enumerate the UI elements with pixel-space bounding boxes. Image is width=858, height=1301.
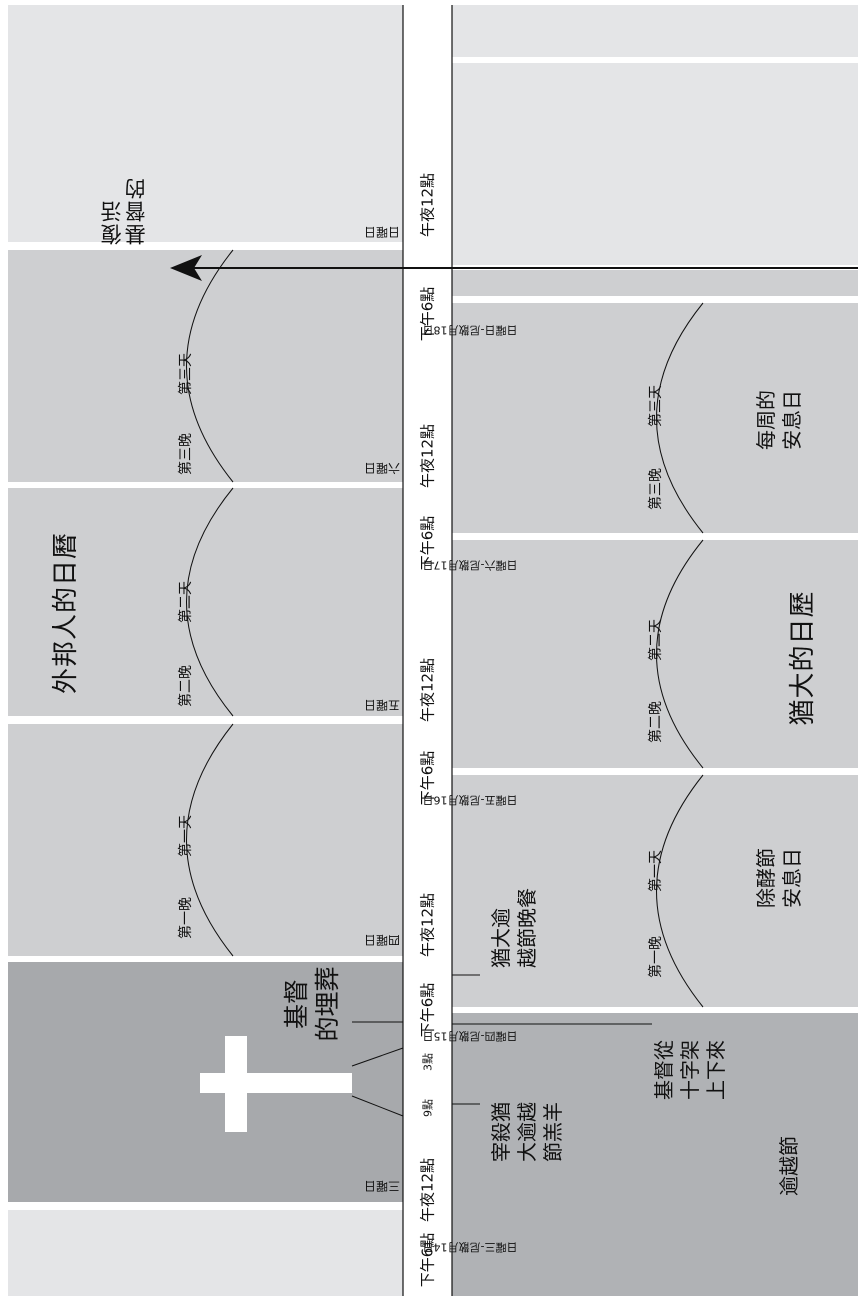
time-label: 3點	[421, 1053, 435, 1071]
gentile-day-name: 日曜日	[363, 225, 401, 239]
gentile-arc-day3	[186, 249, 234, 483]
weekly-sabbath-label: 每周的 安息日	[753, 390, 805, 450]
jewish-date-label: 日曜六-尼散月17日	[422, 558, 518, 572]
gentile-day-band-saturday	[8, 488, 403, 716]
cross-icon-upright	[200, 1073, 352, 1093]
cross-connector-upper	[351, 1047, 404, 1067]
jewish-day-label: 第三天	[648, 385, 664, 427]
jewish-band-sunday-start	[452, 270, 858, 296]
cross-connector-lower	[351, 1095, 404, 1117]
jewish-day-label: 第一天	[648, 850, 664, 892]
jewish-band-unleavened-sabbath	[452, 775, 858, 1007]
gentile-day-name: 三曜日	[363, 1179, 401, 1193]
gentile-arc-day2	[186, 487, 234, 717]
time-label: 午夜12點	[418, 1157, 437, 1223]
jewish-date-label: 日曜日-尼散月18日	[422, 323, 518, 337]
taken-down-text: 基督從 十字架 上下來	[652, 1040, 728, 1100]
weekly-sabbath-text: 每周的 安息日	[754, 390, 804, 450]
jewish-evening-label: 第三晚	[648, 468, 664, 510]
jewish-band-second-day	[452, 540, 858, 768]
gentile-evening-label: 第三晚	[178, 433, 194, 475]
jewish-arc-day2	[656, 539, 704, 769]
time-label: 午夜12點	[418, 657, 437, 723]
time-label: 9點	[421, 1099, 435, 1117]
jewish-date-label: 日曜三-尼散月14日	[422, 1240, 518, 1254]
jewish-date-label: 日曜四-尼散月15日	[422, 1029, 518, 1043]
jewish-band-passover	[452, 1013, 858, 1296]
jewish-calendar-title: 猶大的日歷	[788, 590, 818, 726]
jewish-outer-band-upper	[452, 63, 858, 265]
gentile-outer-band-top	[8, 5, 403, 242]
lamb-slaughter-label: 宰殺猶 大逾越 節羔羊	[488, 1102, 566, 1162]
gentile-evening-label: 第二晚	[178, 665, 194, 707]
gentile-day-label: 第一天	[178, 815, 194, 857]
burial-label: 基督 的埋葬	[281, 966, 344, 1041]
passover-supper-text: 猶大逾 越節晚餐	[489, 888, 539, 968]
gentile-arc-day1	[186, 723, 234, 957]
jewish-date-label: 日曜五-尼散月16日	[422, 793, 518, 807]
jewish-evening-label: 第一晚	[648, 936, 664, 978]
gentile-evening-label: 第一晚	[178, 897, 194, 939]
jewish-evening-label: 第二晚	[648, 701, 664, 743]
gentile-day-label: 第三天	[178, 353, 194, 395]
jewish-arc-day1	[656, 774, 704, 1008]
jewish-outer-band-top	[452, 5, 858, 57]
time-label: 午夜12點	[418, 892, 437, 958]
time-label: 午夜12點	[418, 423, 437, 489]
gentile-day-band-sunday	[8, 250, 403, 482]
resurrection-arrow-head	[170, 255, 202, 281]
jewish-day-label: 第二天	[648, 619, 664, 661]
gentile-day-label: 第二天	[178, 581, 194, 623]
gentile-day-name: 六曜日	[363, 461, 401, 475]
lamb-slaughter-text: 宰殺猶 大逾越 節羔羊	[489, 1102, 565, 1162]
time-label: 午夜12點	[418, 172, 437, 238]
gentile-day-band-friday	[8, 724, 403, 956]
taken-down-label: 基督從 十字架 上下來	[651, 1040, 729, 1100]
burial-label-text: 基督 的埋葬	[281, 966, 342, 1042]
gentile-day-name: 五曜日	[363, 698, 401, 712]
cross-icon-crossbar	[225, 1036, 247, 1132]
passover-label: 逾越節	[777, 1136, 801, 1196]
resurrection-label: 基督的 復活	[100, 176, 149, 245]
jewish-arc-day3	[656, 302, 704, 534]
gentile-calendar-title: 外邦人的日曆	[51, 531, 81, 695]
unleavened-sabbath-label: 除酵節 安息日	[753, 848, 805, 908]
jewish-band-weekly-sabbath	[452, 303, 858, 533]
gentile-outer-band-bottom	[8, 1210, 403, 1296]
gentile-day-name: 四曜日	[363, 933, 401, 947]
passover-supper-label: 猶大逾 越節晚餐	[488, 888, 540, 968]
unleavened-sabbath-text: 除酵節 安息日	[754, 848, 804, 908]
